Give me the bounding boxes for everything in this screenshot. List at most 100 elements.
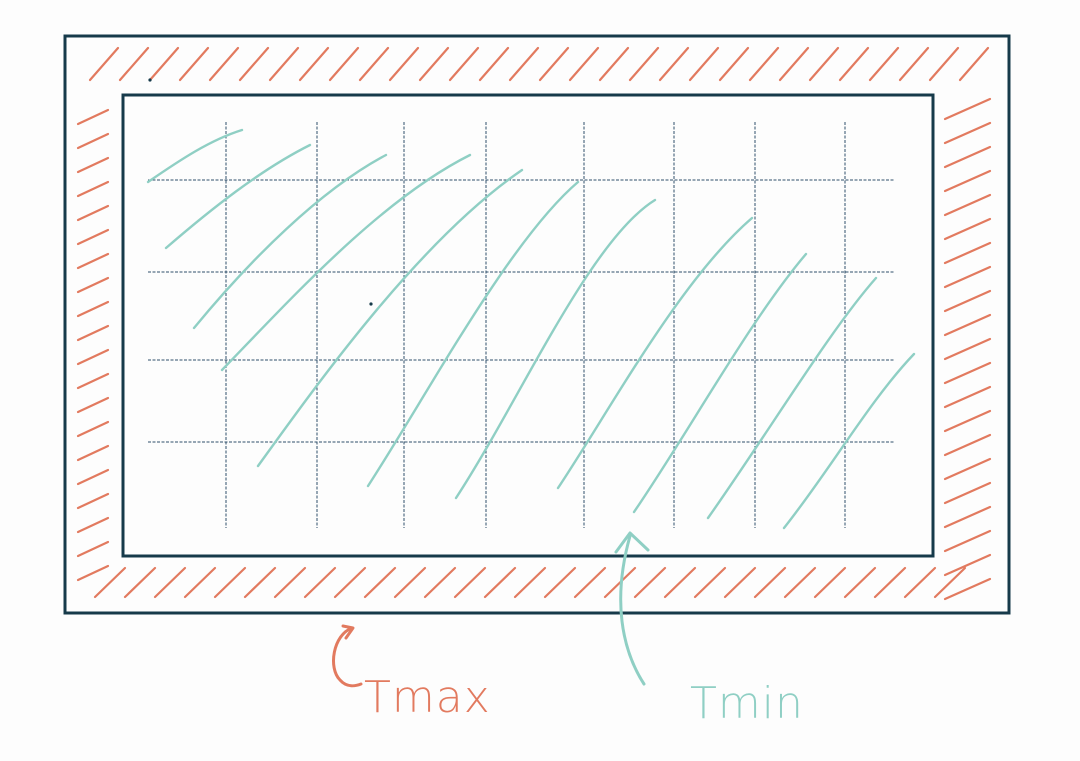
hot-stroke	[943, 457, 992, 481]
hot-stroke	[943, 505, 992, 529]
hot-stroke	[943, 169, 992, 193]
hot-stroke	[393, 566, 427, 599]
hot-stroke	[483, 566, 517, 599]
hot-stroke	[76, 300, 110, 318]
hot-stroke	[333, 566, 367, 599]
hot-stroke	[363, 566, 397, 599]
hot-stroke	[423, 566, 457, 599]
hot-stroke	[943, 433, 992, 457]
hot-stroke	[808, 46, 840, 82]
hot-stroke	[573, 566, 607, 599]
hot-stroke	[543, 566, 577, 599]
hot-stroke	[123, 566, 157, 599]
cold-stroke	[192, 153, 388, 330]
cold-stroke	[454, 198, 657, 500]
hot-stroke	[76, 348, 110, 366]
cold-stroke	[556, 216, 754, 490]
hot-stroke	[76, 132, 110, 150]
hot-stroke	[76, 444, 110, 462]
hot-stroke	[418, 46, 450, 82]
hot-stroke	[243, 566, 277, 599]
hot-stroke	[778, 46, 810, 82]
hot-stroke	[943, 289, 992, 313]
hot-stroke	[628, 46, 660, 82]
hot-stroke	[183, 566, 217, 599]
cold-stroke	[782, 352, 916, 530]
hot-stroke	[76, 468, 110, 486]
hot-stroke	[76, 420, 110, 438]
hot-stroke	[943, 193, 992, 217]
hot-stroke	[943, 97, 992, 121]
hot-stroke	[958, 46, 990, 82]
outer-frame	[63, 34, 1011, 615]
hot-stroke	[76, 108, 110, 126]
max-curved-arrow	[332, 626, 363, 688]
hot-stroke	[658, 46, 690, 82]
hot-stroke	[568, 46, 600, 82]
hot-stroke	[76, 372, 110, 390]
hot-stroke	[943, 145, 992, 169]
inner-cold-hatching	[146, 128, 916, 530]
cold-stroke	[366, 180, 580, 488]
hot-stroke	[538, 46, 570, 82]
hot-stroke	[943, 409, 992, 433]
hot-stroke	[843, 566, 877, 599]
hot-stroke	[453, 566, 487, 599]
hot-stroke	[238, 46, 270, 82]
hot-stroke	[663, 566, 697, 599]
hot-stroke	[388, 46, 420, 82]
hot-stroke	[513, 566, 547, 599]
hot-stroke	[118, 46, 150, 82]
hot-stroke	[298, 46, 330, 82]
outer-hot-hatching	[76, 46, 992, 601]
hot-stroke	[928, 46, 960, 82]
hot-stroke	[76, 516, 110, 534]
hot-stroke	[943, 481, 992, 505]
hot-stroke	[273, 566, 307, 599]
cold-stroke	[146, 128, 244, 184]
hot-stroke	[76, 396, 110, 414]
hot-stroke	[903, 566, 937, 599]
hot-stroke	[943, 337, 992, 361]
hot-stroke	[943, 265, 992, 289]
hot-stroke	[633, 566, 667, 599]
hot-stroke	[838, 46, 870, 82]
hot-stroke	[508, 46, 540, 82]
hot-stroke	[783, 566, 817, 599]
hot-stroke	[693, 566, 727, 599]
hot-stroke	[148, 46, 180, 82]
cold-stroke	[632, 252, 808, 514]
hot-stroke	[76, 252, 110, 270]
hot-stroke	[303, 566, 337, 599]
cold-stroke	[164, 143, 312, 250]
hot-stroke	[88, 46, 120, 82]
min-arrowhead	[614, 531, 650, 554]
cold-stroke	[256, 168, 524, 468]
hot-stroke	[76, 540, 110, 558]
hot-stroke	[898, 46, 930, 82]
hot-stroke	[76, 276, 110, 294]
max-arrowhead	[341, 624, 355, 640]
hot-stroke	[753, 566, 787, 599]
hot-stroke	[93, 566, 127, 599]
ink-dot	[369, 302, 373, 306]
cold-stroke	[220, 153, 472, 372]
min-arrow	[619, 534, 646, 686]
hot-stroke	[153, 566, 187, 599]
hot-stroke	[76, 492, 110, 510]
hot-stroke	[868, 46, 900, 82]
max-label: Tmax	[364, 672, 491, 723]
inner-frame	[121, 93, 935, 558]
hot-stroke	[76, 156, 110, 174]
hot-stroke	[478, 46, 510, 82]
hot-stroke	[943, 553, 992, 577]
min-label: Tmin	[690, 678, 804, 729]
hot-stroke	[748, 46, 780, 82]
hot-stroke	[688, 46, 720, 82]
hot-stroke	[943, 529, 992, 553]
hot-stroke	[943, 121, 992, 145]
hot-stroke	[76, 564, 110, 582]
hot-stroke	[943, 241, 992, 265]
hot-stroke	[76, 204, 110, 222]
